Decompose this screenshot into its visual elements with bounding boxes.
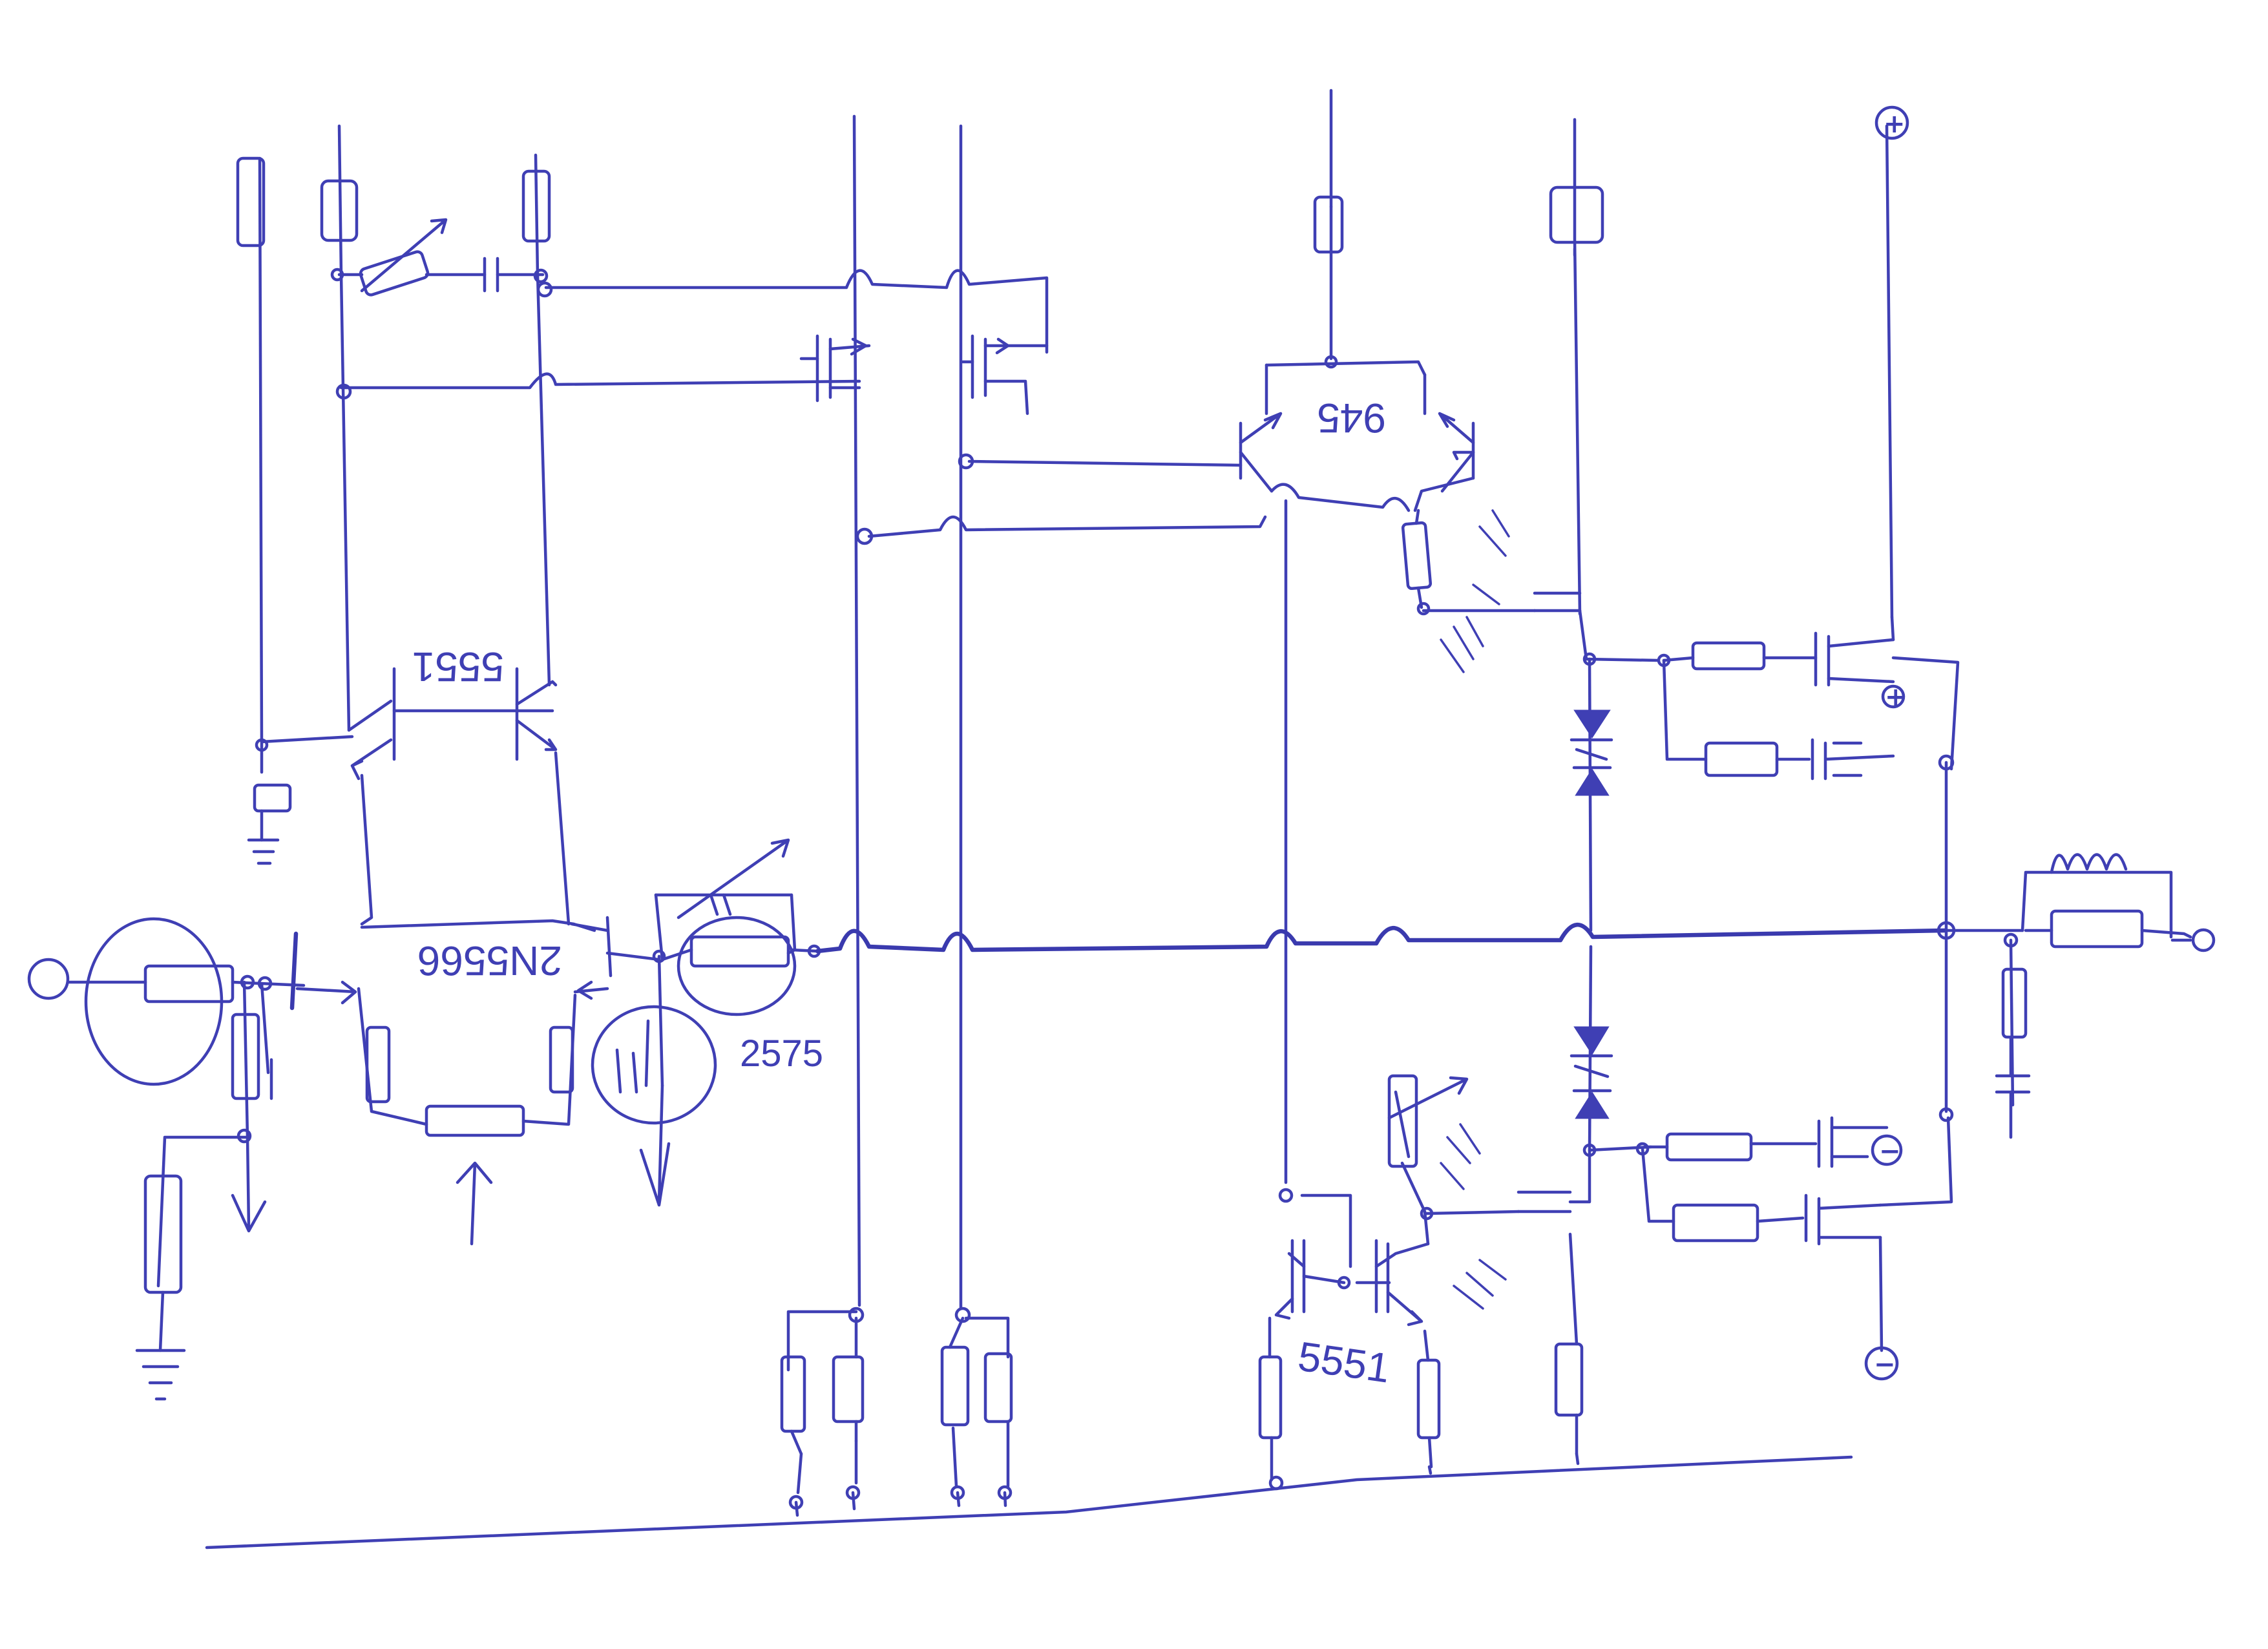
resistor-out-lower-b — [1672, 1203, 1759, 1243]
resistor-jfet-source — [425, 1104, 525, 1137]
resistor-out-upper-a — [1691, 641, 1766, 671]
top-buses — [337, 218, 1049, 390]
upper-right-network: + — [1401, 509, 1960, 932]
resistor-r3 — [521, 169, 551, 243]
label-q2575: 2575 — [740, 1033, 823, 1075]
resistor-input — [143, 964, 235, 1003]
ground-bus — [205, 1452, 1853, 1549]
mid-bus — [867, 515, 1267, 538]
label-q2n5566: 2N5566 — [417, 938, 562, 984]
resistor-jfet-drain — [689, 935, 790, 968]
resistor-r1 — [236, 156, 266, 247]
input-terminal[interactable] — [27, 958, 70, 1000]
main-output-bus — [815, 921, 2024, 954]
label-q5551-bottom: 5551 — [1296, 1333, 1393, 1392]
jfet-2n5566-block: 2N5566 — [289, 916, 661, 1246]
q945-block: 945 — [967, 205, 1475, 1184]
output-network — [1995, 853, 2216, 1139]
resistor-out-upper-b — [1704, 741, 1779, 777]
left-bias-ground — [247, 735, 354, 865]
output-terminal[interactable] — [2191, 928, 2216, 952]
input-section — [27, 917, 306, 1401]
negative-supply-terminal[interactable] — [1864, 1346, 1899, 1381]
current-source-ring — [591, 1005, 717, 1125]
top-junctions — [330, 268, 974, 545]
q5551-upper-pair: 5551 — [347, 644, 571, 926]
resistor-r5 — [1549, 185, 1604, 244]
q5551-lower-block: 5551 — [1258, 1074, 1591, 1482]
resistor-r2 — [320, 179, 359, 242]
top-fet-devices — [799, 334, 1049, 415]
positive-supply: + — [1874, 105, 1909, 140]
cap-plus-terminal: + — [1885, 682, 1907, 712]
positive-supply-sign: + — [1884, 109, 1906, 139]
source-2575-network: 2575 — [591, 838, 823, 1207]
lower-right-network: − − — [1582, 929, 1954, 1381]
resistor-r4 — [1313, 195, 1344, 254]
lower-caps — [780, 1307, 1284, 1510]
label-q945: 945 — [1317, 395, 1386, 441]
positive-supply-terminal[interactable] — [1874, 105, 1909, 140]
top-resistors — [236, 156, 1604, 257]
upper-diodes — [1570, 657, 1613, 932]
resistor-output — [2050, 909, 2144, 949]
resistor-out-lower-a — [1665, 1132, 1753, 1162]
cap-minus-terminal: − — [1879, 1137, 1901, 1166]
jfet-source-ring — [677, 916, 797, 1016]
lower-diodes — [1570, 945, 1613, 1152]
trim-resistor — [359, 250, 430, 297]
negative-supply-sign: − — [1874, 1350, 1896, 1380]
label-q5551-top: 5551 — [412, 644, 504, 690]
